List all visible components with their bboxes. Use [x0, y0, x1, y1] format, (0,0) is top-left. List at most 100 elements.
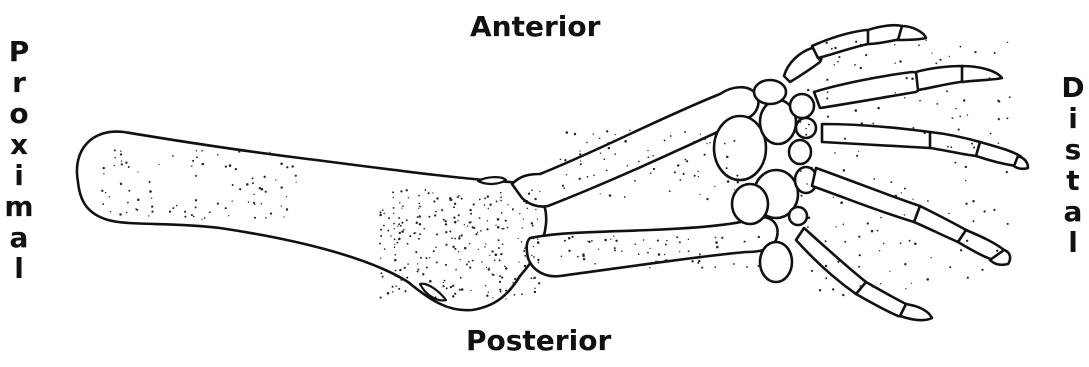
stipple-dot: [184, 211, 186, 213]
stipple-dot: [912, 198, 913, 199]
stipple-dot: [914, 243, 917, 246]
label-letter: l: [4, 253, 34, 284]
stipple-dot: [148, 181, 150, 183]
carpal-3: [754, 80, 786, 104]
stipple-dot: [286, 196, 287, 197]
stipple-dot: [283, 216, 284, 217]
stipple-dot: [239, 188, 241, 190]
stipple-dot: [523, 250, 525, 252]
stipple-dot: [909, 240, 911, 242]
stipple-dot: [694, 175, 696, 177]
stipple-dot: [492, 297, 493, 298]
stipple-dot: [834, 47, 836, 49]
stipple-dot: [446, 287, 448, 289]
stipple-dot: [192, 160, 194, 162]
stipple-dot: [826, 97, 828, 99]
stipple-dot: [865, 54, 867, 56]
stipple-dot: [880, 283, 881, 284]
stipple-dot: [395, 285, 397, 287]
stipple-dot: [855, 109, 858, 112]
stipple-dot: [121, 160, 122, 161]
stipple-dot: [246, 183, 249, 186]
stipple-dot: [531, 255, 532, 256]
stipple-dot: [826, 79, 828, 81]
stipple-dot: [524, 255, 526, 257]
stipple-dot: [379, 211, 381, 213]
stipple-dot: [401, 230, 404, 233]
stipple-dot: [501, 277, 503, 279]
stipple-dot: [501, 228, 503, 230]
stipple-dot: [872, 123, 874, 125]
stipple-dot: [940, 59, 942, 61]
stipple-dot: [128, 190, 130, 192]
stipple-dot: [930, 257, 931, 258]
stipple-dot: [531, 189, 533, 191]
stipple-dot: [523, 218, 524, 219]
stipple-dot: [252, 182, 254, 184]
stipple-dot: [265, 217, 267, 219]
stipple-dot: [286, 208, 288, 210]
stipple-dot: [394, 254, 396, 256]
stipple-dot: [834, 152, 836, 154]
stipple-dot: [149, 190, 152, 193]
stipple-dot: [390, 235, 391, 236]
stipple-dot: [195, 175, 197, 177]
stipple-dot: [538, 262, 539, 263]
stipple-dot: [469, 243, 470, 244]
stipple-dot: [523, 201, 525, 203]
stipple-dot: [191, 214, 193, 216]
stipple-dot: [899, 60, 901, 62]
stipple-dot: [102, 203, 104, 205]
stipple-dot: [677, 164, 679, 166]
stipple-dot: [963, 81, 966, 84]
stipple-dot: [679, 179, 681, 181]
digit-5-phalanx-1: [856, 282, 908, 316]
stipple-dot: [254, 204, 255, 205]
stipple-dot: [464, 247, 467, 250]
stipple-dot: [926, 146, 927, 147]
stipple-dot: [484, 204, 486, 206]
stipple-dot: [653, 168, 655, 170]
stipple-dot: [634, 180, 636, 182]
stipple-dot: [905, 288, 906, 289]
stipple-dot: [445, 220, 447, 222]
label-letter: D: [1058, 72, 1088, 103]
stipple-dot: [971, 143, 973, 145]
stipple-dot: [184, 216, 186, 218]
stipple-dot: [827, 116, 829, 118]
stipple-dot: [280, 163, 283, 166]
stipple-dot: [433, 200, 435, 202]
stipple-dot: [925, 40, 926, 41]
stipple-dot: [469, 267, 471, 269]
stipple-dot: [477, 232, 478, 233]
stipple-dot: [599, 138, 601, 140]
stipple-dot: [661, 262, 662, 263]
stipple-dot: [911, 77, 914, 80]
stipple-dot: [603, 158, 605, 160]
stipple-dot: [861, 122, 863, 124]
stipple-dot: [395, 274, 398, 277]
stipple-dot: [726, 156, 729, 159]
stipple-dot: [993, 209, 995, 211]
stipple-dot: [587, 176, 589, 178]
stipple-dot: [254, 217, 256, 219]
stipple-dot: [826, 54, 828, 56]
stipple-dot: [688, 250, 690, 252]
stipple-dot: [120, 150, 121, 151]
stipple-dot: [286, 166, 288, 168]
stipple-dot: [404, 267, 406, 269]
stipple-dot: [676, 236, 678, 238]
stipple-dot: [449, 197, 452, 200]
digit-1-phalanx-1: [812, 30, 873, 58]
stipple-dot: [418, 203, 420, 205]
stipple-dot: [436, 261, 438, 263]
stipple-dot: [428, 216, 430, 218]
stipple-dot: [119, 213, 121, 215]
stipple-dot: [450, 286, 452, 288]
stipple-dot: [400, 225, 402, 227]
stipple-dot: [963, 99, 965, 101]
stipple-dot: [527, 208, 528, 209]
stipple-dot: [471, 290, 472, 291]
stipple-dot: [807, 89, 809, 91]
stipple-dot: [566, 174, 567, 175]
